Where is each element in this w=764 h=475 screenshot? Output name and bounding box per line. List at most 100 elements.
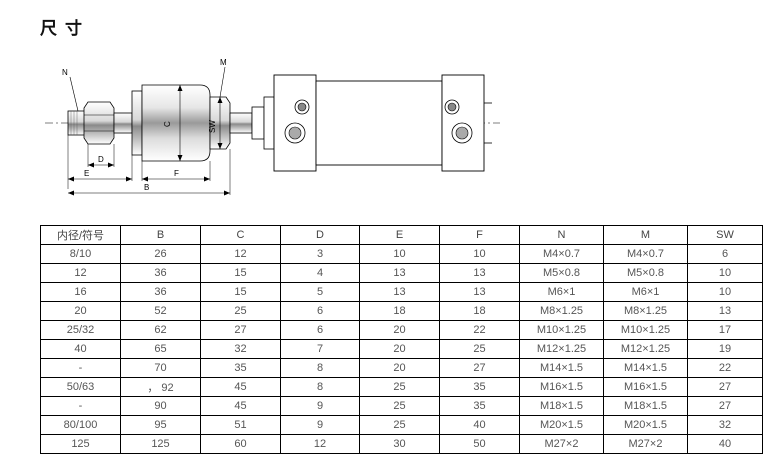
table-cell: 17 bbox=[687, 320, 763, 340]
table-cell: 51 bbox=[200, 415, 281, 435]
table-cell: 40 bbox=[687, 434, 763, 454]
table-cell: 95 bbox=[120, 415, 201, 435]
label-n: N bbox=[62, 68, 68, 77]
cylinder bbox=[263, 74, 492, 172]
table-cell: 20 bbox=[359, 320, 440, 340]
table-cell: M5×0.8 bbox=[519, 263, 604, 283]
table-cell: 52 bbox=[120, 301, 201, 321]
table-cell: 16 bbox=[40, 282, 121, 302]
table-cell: 8 bbox=[280, 377, 360, 397]
table-cell: 90 bbox=[120, 396, 201, 416]
table-cell: 4 bbox=[280, 263, 360, 283]
table-cell: 80/100 bbox=[40, 415, 121, 435]
header-cell: 内径/符号 bbox=[40, 225, 121, 245]
table-cell: 10 bbox=[687, 282, 763, 302]
table-cell: - bbox=[40, 396, 121, 416]
table-cell: 26 bbox=[120, 244, 201, 264]
table-cell: 25 bbox=[359, 415, 440, 435]
header-cell: M bbox=[603, 225, 688, 245]
table-cell: M14×1.5 bbox=[603, 358, 688, 378]
table-cell: 13 bbox=[687, 301, 763, 321]
table-cell: M16×1.5 bbox=[519, 377, 604, 397]
header-cell: E bbox=[359, 225, 440, 245]
table-cell: M18×1.5 bbox=[519, 396, 604, 416]
table-cell: 12 bbox=[40, 263, 121, 283]
header-cell: B bbox=[120, 225, 201, 245]
table-cell: 22 bbox=[687, 358, 763, 378]
table-cell: 62 bbox=[120, 320, 201, 340]
table-cell: 10 bbox=[687, 263, 763, 283]
table-cell: 8 bbox=[280, 358, 360, 378]
table-cell: 40 bbox=[40, 339, 121, 359]
table-cell: 45 bbox=[200, 377, 281, 397]
table-cell: 9 bbox=[280, 396, 360, 416]
table-cell: 18 bbox=[359, 301, 440, 321]
label-m: M bbox=[220, 58, 227, 67]
table-cell: 10 bbox=[359, 244, 440, 264]
label-b: B bbox=[144, 183, 149, 192]
table-cell: 18 bbox=[439, 301, 520, 321]
table-cell: 25 bbox=[200, 301, 281, 321]
table-cell: 35 bbox=[439, 377, 520, 397]
table-cell: M4×0.7 bbox=[519, 244, 604, 264]
table-cell: 9 bbox=[280, 415, 360, 435]
table-cell: 50/63 bbox=[40, 377, 121, 397]
table-cell: 5 bbox=[280, 282, 360, 302]
table-cell: 12 bbox=[200, 244, 281, 264]
header-cell: F bbox=[439, 225, 520, 245]
table-cell: 20 bbox=[40, 301, 121, 321]
table-cell: 7 bbox=[280, 339, 360, 359]
table-cell: 13 bbox=[439, 282, 520, 302]
table-cell: - bbox=[40, 358, 121, 378]
table-header-row: 内径/符号 B C D E F N M SW bbox=[40, 225, 763, 245]
table-cell: 12 bbox=[280, 434, 360, 454]
floating-joint-drawing: N M C SW D E F B bbox=[45, 58, 500, 196]
table-cell: 25 bbox=[359, 377, 440, 397]
table-cell: 6 bbox=[280, 301, 360, 321]
label-d: D bbox=[98, 155, 104, 164]
table-cell: 25 bbox=[439, 339, 520, 359]
table-cell: 6 bbox=[687, 244, 763, 264]
table-cell: 125 bbox=[40, 434, 121, 454]
table-cell: 20 bbox=[359, 358, 440, 378]
label-sw: SW bbox=[208, 120, 217, 133]
table-cell: M6×1 bbox=[603, 282, 688, 302]
header-cell: D bbox=[280, 225, 360, 245]
table-cell: M12×1.25 bbox=[519, 339, 604, 359]
table-cell: 35 bbox=[439, 396, 520, 416]
header-cell: SW bbox=[687, 225, 763, 245]
socket-body bbox=[131, 84, 211, 162]
table-cell: M20×1.5 bbox=[603, 415, 688, 435]
table-cell: 27 bbox=[439, 358, 520, 378]
table-cell: ， 92 bbox=[120, 377, 201, 397]
header-cell: C bbox=[200, 225, 281, 245]
table-cell: 3 bbox=[280, 244, 360, 264]
table-cell: 35 bbox=[200, 358, 281, 378]
hex-nut bbox=[83, 101, 115, 145]
table-cell: 25 bbox=[359, 396, 440, 416]
table-cell: 15 bbox=[200, 282, 281, 302]
table-cell: 36 bbox=[120, 263, 201, 283]
table-cell: M14×1.5 bbox=[519, 358, 604, 378]
table-cell: M12×1.25 bbox=[603, 339, 688, 359]
table-cell: M8×1.25 bbox=[519, 301, 604, 321]
table-cell: 32 bbox=[200, 339, 281, 359]
table-cell: 125 bbox=[120, 434, 201, 454]
table-cell: M6×1 bbox=[519, 282, 604, 302]
table-cell: 10 bbox=[439, 244, 520, 264]
table-cell: 65 bbox=[120, 339, 201, 359]
table-cell: 36 bbox=[120, 282, 201, 302]
table-cell: 25/32 bbox=[40, 320, 121, 340]
table-cell: 22 bbox=[439, 320, 520, 340]
